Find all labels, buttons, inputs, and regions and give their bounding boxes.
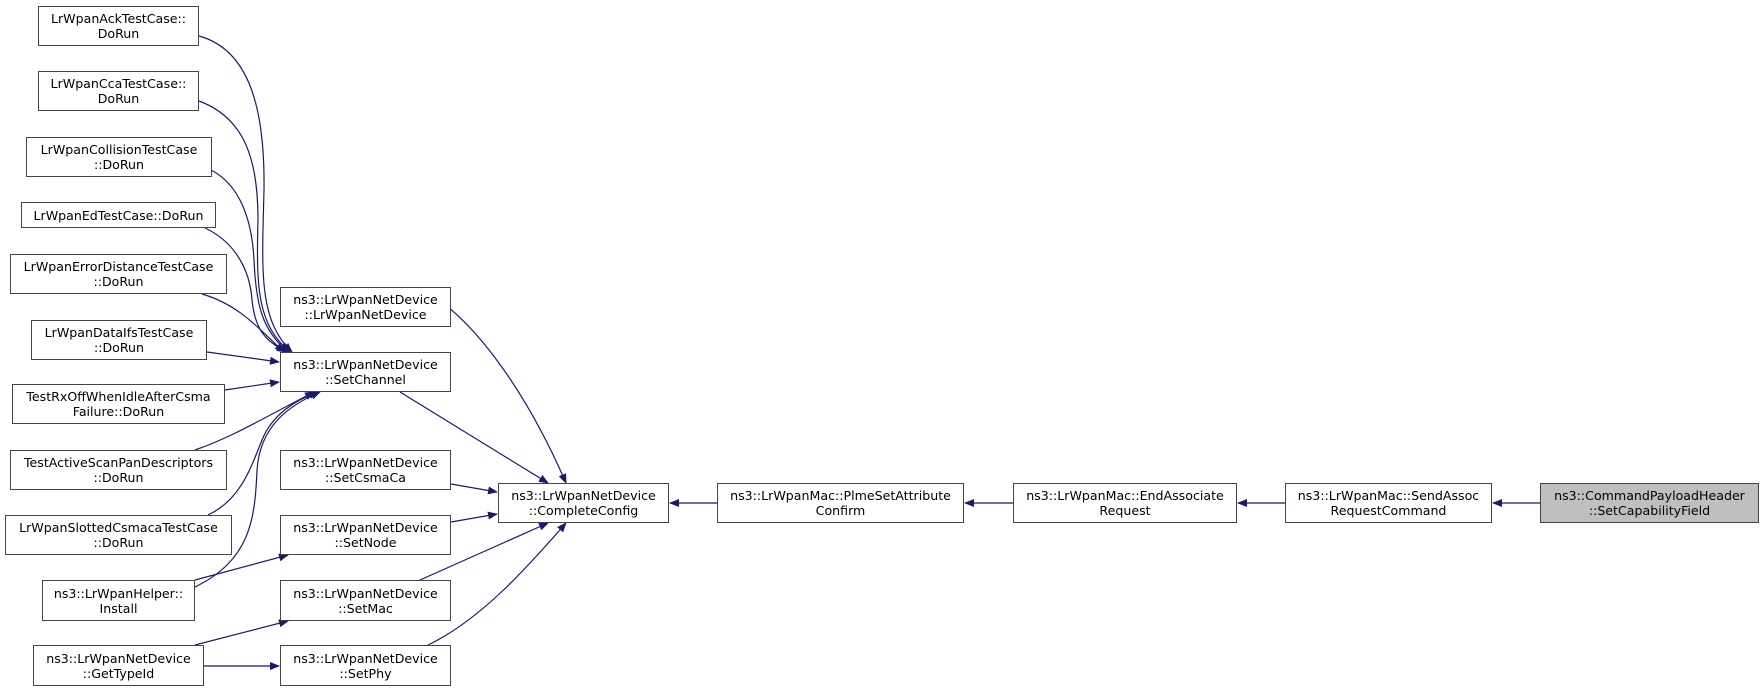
node-label: ns3::LrWpanNetDevice [293, 455, 438, 470]
node-completeconfig[interactable]: ns3::LrWpanNetDevice::CompleteConfig [498, 483, 669, 523]
node-label: ::DoRun [93, 340, 145, 355]
node-label: ns3::LrWpanNetDevice [293, 650, 438, 666]
node-ack-testcase-dorun[interactable]: LrWpanAckTestCase::DoRun [38, 6, 199, 46]
node-label: ns3::LrWpanMac::SendAssoc [1297, 488, 1480, 503]
edge-install-to-setchannel [194, 391, 321, 588]
node-label: ::SetCsmaCa [324, 470, 407, 485]
node-lrwpannetdevice-constructor[interactable]: ns3::LrWpanNetDevice::LrWpanNetDevice [280, 287, 451, 327]
edge-install-to-setnode [194, 553, 289, 581]
node-label: LrWpanCcaTestCase:: [50, 76, 187, 91]
node-label: ns3::LrWpanNetDevice [293, 357, 438, 372]
node-setchannel[interactable]: ns3::LrWpanNetDevice::SetChannel [280, 352, 451, 392]
edge-setnode-to-completeconfig [450, 511, 498, 523]
node-label: ns3::LrWpanNetDevice [293, 292, 438, 307]
node-label: LrWpanAckTestCase:: [50, 11, 187, 26]
node-label: ::SetPhy [339, 665, 392, 681]
node-setnode[interactable]: ns3::LrWpanNetDevice::SetNode [280, 515, 451, 555]
edge-rxoff-to-setchannel [224, 379, 280, 391]
node-activescan-testcase-dorun[interactable]: TestActiveScanPanDescriptors::DoRun [10, 450, 227, 490]
node-label: LrWpanEdTestCase::DoRun [33, 207, 204, 223]
node-label: ns3::LrWpanNetDevice [293, 585, 438, 601]
node-collision-testcase-dorun[interactable]: LrWpanCollisionTestCase::DoRun [26, 137, 212, 177]
node-setphy[interactable]: ns3::LrWpanNetDevice::SetPhy [280, 645, 451, 686]
node-label: ns3::LrWpanNetDevice [511, 488, 656, 503]
node-label: ns3::LrWpanNetDevice [46, 650, 191, 666]
node-label: DoRun [97, 26, 140, 41]
node-label: Request [1099, 503, 1151, 518]
node-label: LrWpanDataIfsTestCase [44, 325, 194, 340]
node-label: ::CompleteConfig [528, 503, 639, 518]
node-label: ::SetChannel [325, 372, 406, 387]
edge-setchannel-to-completeconfig [399, 391, 549, 484]
node-label: Failure::DoRun [72, 404, 165, 419]
node-label: ns3::LrWpanNetDevice [293, 520, 438, 535]
edge-ed-to-setchannel [204, 227, 287, 353]
node-label: ::DoRun [93, 157, 145, 172]
node-setcapabilityfield-current: ns3::CommandPayloadHeader::SetCapability… [1540, 483, 1759, 523]
node-label: ns3::CommandPayloadHeader [1554, 488, 1745, 503]
node-label: ::LrWpanNetDevice [304, 307, 427, 322]
edge-ack-to-setchannel [198, 35, 293, 353]
node-label: RequestCommand [1330, 503, 1447, 518]
node-label: LrWpanSlottedCsmacaTestCase [19, 520, 218, 535]
node-label: ::DoRun [93, 535, 144, 550]
edge-gettypeid-to-setmac [194, 619, 289, 646]
edge-collision-to-setchannel [210, 169, 289, 353]
edge-setcsmaca-to-completeconfig [450, 483, 498, 495]
node-ed-testcase-dorun[interactable]: LrWpanEdTestCase::DoRun [21, 202, 216, 228]
node-cca-testcase-dorun[interactable]: LrWpanCcaTestCase::DoRun [38, 71, 199, 111]
node-label: ns3::LrWpanMac::PlmeSetAttribute [730, 488, 951, 503]
node-label: ::DoRun [93, 274, 144, 289]
edge-slotted-to-setchannel [207, 391, 319, 516]
node-label: ::SetCapabilityField [1588, 503, 1711, 518]
node-label: ns3::LrWpanHelper:: [53, 585, 184, 601]
node-dataifs-testcase-dorun[interactable]: LrWpanDataIfsTestCase::DoRun [31, 320, 207, 360]
edge-errdist-to-setchannel [201, 293, 285, 353]
node-label: ns3::LrWpanMac::EndAssociate [1026, 488, 1224, 503]
node-label: DoRun [97, 91, 140, 106]
node-slotted-csmaca-testcase-dorun[interactable]: LrWpanSlottedCsmacaTestCase::DoRun [5, 515, 232, 555]
node-label: TestRxOffWhenIdleAfterCsma [26, 389, 211, 404]
node-setcsmaca[interactable]: ns3::LrWpanNetDevice::SetCsmaCa [280, 450, 451, 490]
node-label: ::GetTypeId [82, 665, 155, 681]
node-setmac[interactable]: ns3::LrWpanNetDevice::SetMac [280, 580, 451, 621]
node-label: ::SetNode [334, 535, 397, 550]
node-errordistance-testcase-dorun[interactable]: LrWpanErrorDistanceTestCase::DoRun [10, 254, 227, 294]
node-gettypeid[interactable]: ns3::LrWpanNetDevice::GetTypeId [33, 645, 204, 686]
node-label: LrWpanErrorDistanceTestCase [23, 259, 214, 274]
node-lrwpanhelper-install[interactable]: ns3::LrWpanHelper::Install [42, 580, 195, 621]
node-label: Install [99, 600, 138, 616]
node-label: Confirm [815, 503, 866, 518]
node-label: LrWpanCollisionTestCase [40, 142, 198, 157]
edge-cca-to-setchannel [198, 100, 291, 353]
node-label: ::DoRun [93, 470, 144, 485]
edge-dataifs-to-setchannel [206, 351, 280, 365]
node-label: ::SetMac [338, 600, 393, 616]
edge-setmac-to-completeconfig [419, 522, 549, 581]
edge-setphy-to-completeconfig [427, 522, 567, 646]
node-label: TestActiveScanPanDescriptors [23, 455, 214, 470]
